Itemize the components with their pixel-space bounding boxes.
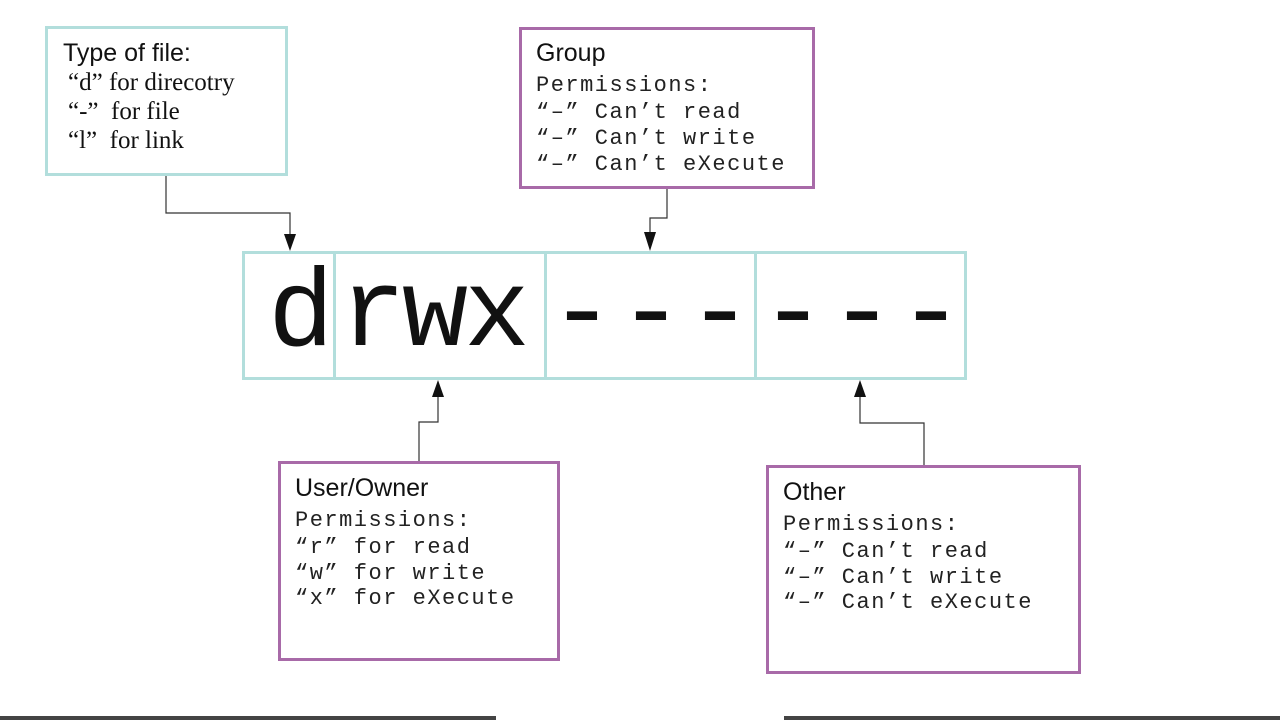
other-line-read: “–” Can’t read	[783, 539, 989, 564]
group-permissions-label: Permissions:	[536, 73, 713, 98]
group-line-execute: “–” Can’t eXecute	[536, 152, 786, 177]
other-permissions-label: Permissions:	[783, 512, 960, 537]
user-line-write: “w” for write	[295, 561, 487, 586]
type-of-file-box: Type of file: “d” for direcotry “-” for …	[45, 26, 288, 176]
type-line-directory: “d” for direcotry	[68, 69, 235, 96]
other-box: Other Permissions: “–” Can’t read “–” Ca…	[766, 465, 1081, 674]
group-permissions: ---	[549, 254, 757, 379]
other-line-write: “–” Can’t write	[783, 565, 1004, 590]
type-line-link: “l” for link	[68, 127, 184, 154]
user-permissions: rwx	[340, 254, 530, 379]
type-line-file: “-” for file	[68, 98, 180, 125]
user-permissions-label: Permissions:	[295, 508, 472, 533]
type-box-title: Type of file:	[63, 39, 191, 67]
type-char: d	[268, 254, 335, 379]
other-arrow	[859, 395, 925, 466]
other-cell	[754, 251, 967, 380]
group-box: Group Permissions: “–” Can’t read “–” Ca…	[519, 27, 815, 189]
other-line-execute: “–” Can’t eXecute	[783, 590, 1033, 615]
bottom-edge-left	[0, 716, 496, 720]
group-line-read: “–” Can’t read	[536, 100, 742, 125]
other-permissions: ---	[760, 254, 968, 379]
group-line-write: “–” Can’t write	[536, 126, 757, 151]
group-arrow	[649, 188, 668, 236]
other-box-title: Other	[783, 478, 846, 506]
user-box-title: User/Owner	[295, 474, 429, 502]
group-box-title: Group	[536, 39, 606, 67]
user-owner-box: User/Owner Permissions: “r” for read “w”…	[278, 461, 560, 661]
type-arrow	[165, 175, 291, 238]
bottom-edge-right	[784, 716, 1280, 720]
user-line-execute: “x” for eXecute	[295, 586, 516, 611]
user-line-read: “r” for read	[295, 535, 472, 560]
user-arrow	[418, 395, 439, 462]
